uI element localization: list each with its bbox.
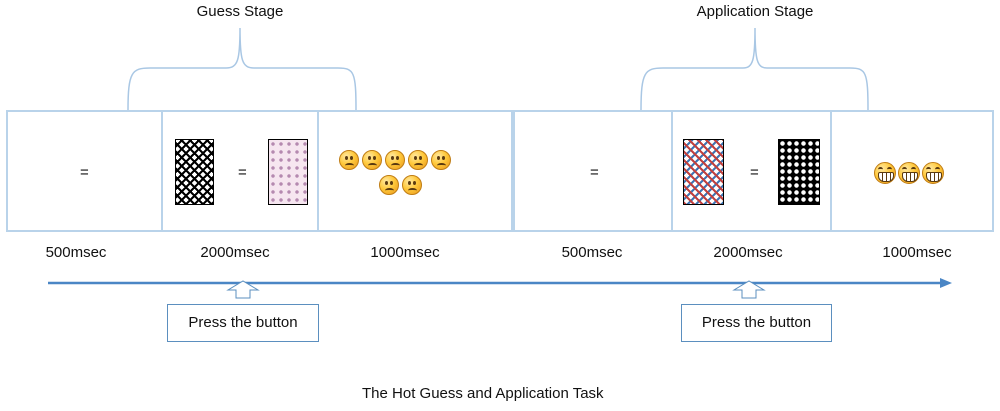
guess-press-arrow (226, 280, 260, 299)
equals-sign: = (80, 164, 89, 181)
grinning-face-icon (898, 162, 920, 184)
application-press-arrow (732, 280, 766, 299)
application-panel-cards: = (671, 110, 832, 232)
guess-duration-fixation: 500msec (45, 244, 107, 261)
application-stage-title: Application Stage (696, 3, 814, 20)
guess-duration-feedback: 1000msec (370, 244, 440, 261)
application-stage-bracket (640, 27, 869, 111)
lattice-card-icon (778, 139, 820, 205)
figure-caption: The Hot Guess and Application Task (362, 385, 604, 402)
application-duration-cards: 2000msec (713, 244, 783, 261)
equals-sign: = (238, 164, 247, 181)
sad-face-icon (385, 150, 405, 170)
application-duration-feedback: 1000msec (882, 244, 952, 261)
guess-duration-cards: 2000msec (200, 244, 270, 261)
application-duration-fixation: 500msec (561, 244, 623, 261)
guess-panel-feedback (317, 110, 513, 232)
equals-sign: = (750, 164, 759, 181)
application-panel-fixation: = (513, 110, 673, 232)
sad-face-icon (402, 175, 422, 195)
sad-face-icon (431, 150, 451, 170)
guess-press-button-label: Press the button (167, 304, 319, 342)
application-press-button-label: Press the button (681, 304, 832, 342)
checkered-card-icon (175, 139, 214, 205)
equals-sign: = (590, 164, 599, 181)
plaid-card-icon (683, 139, 724, 205)
timeline-arrowhead (940, 278, 952, 288)
application-panel-feedback (830, 110, 994, 232)
guess-panel-fixation: = (6, 110, 163, 232)
pink-floral-card-icon (268, 139, 308, 205)
guess-stage-bracket (127, 27, 357, 111)
guess-panel-cards: = (161, 110, 319, 232)
sad-face-icon (408, 150, 428, 170)
sad-face-icon (339, 150, 359, 170)
sad-face-icon (379, 175, 399, 195)
sad-face-icon (362, 150, 382, 170)
grinning-face-icon (922, 162, 944, 184)
guess-stage-title: Guess Stage (196, 3, 284, 20)
grinning-face-icon (874, 162, 896, 184)
